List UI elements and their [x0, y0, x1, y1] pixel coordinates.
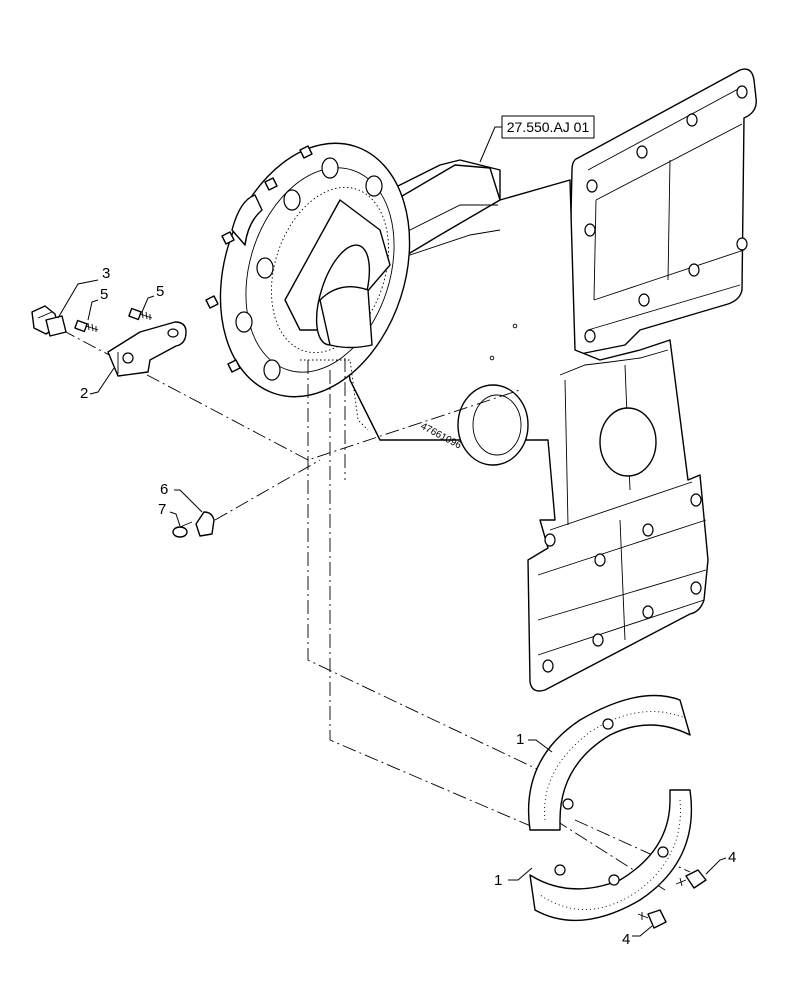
reference-box-27-550[interactable]: 27.550.AJ 01 [479, 115, 595, 163]
svg-text:4: 4 [728, 849, 736, 866]
svg-text:3: 3 [102, 265, 110, 282]
callout-5-left: 5 [87, 286, 108, 321]
callout-3: 3 [57, 265, 110, 319]
tone-ring-upper-half [527, 694, 691, 831]
small-bolt-right [128, 307, 153, 321]
small-bolt-left [74, 319, 99, 333]
svg-text:4: 4 [622, 931, 630, 948]
svg-text:5: 5 [100, 286, 108, 303]
callout-1-upper: 1 [516, 731, 553, 753]
callout-6: 6 [160, 481, 203, 513]
reference-box-label: 27.550.AJ 01 [507, 119, 590, 135]
svg-text:6: 6 [160, 481, 168, 498]
flange-bolt-holes [542, 85, 748, 673]
svg-text:2: 2 [80, 385, 88, 402]
svg-text:1: 1 [516, 731, 524, 748]
svg-text:7: 7 [158, 501, 166, 518]
callout-2: 2 [80, 367, 115, 402]
callout-5-right: 5 [141, 283, 164, 313]
ring-bolt-lower [637, 909, 667, 929]
wheel-hub [205, 142, 411, 431]
svg-text:5: 5 [156, 283, 164, 300]
tone-ring-lower-half [529, 789, 693, 922]
callout-1-lower: 1 [494, 867, 533, 889]
speed-sensor [31, 305, 67, 337]
callout-4-upper: 4 [705, 849, 736, 875]
svg-text:1: 1 [494, 872, 502, 889]
callout-4-lower: 4 [622, 925, 653, 948]
axle-housing: 47661096 [339, 68, 757, 692]
sensor-bracket [107, 321, 187, 377]
wheel-studs [205, 145, 313, 373]
ring-bolt-upper [675, 869, 707, 889]
callout-7: 7 [158, 501, 181, 527]
clip-and-screw [172, 511, 215, 538]
